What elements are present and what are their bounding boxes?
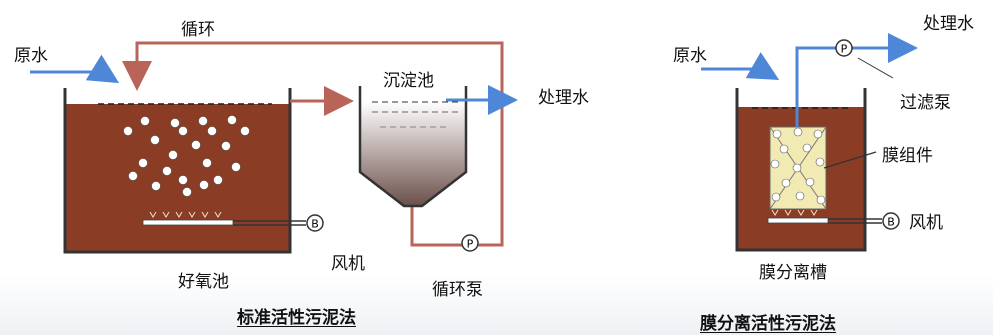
membrane-bubbles (770, 127, 826, 205)
aeration-tank-sludge (65, 104, 290, 252)
membrane-diffuser (771, 209, 818, 216)
blower-letter-right: B (887, 216, 895, 229)
left-diagram-caption: 标准活性污泥法 (237, 308, 356, 328)
permeate-pipe (795, 46, 836, 127)
recycle-pump-letter: P (467, 238, 474, 251)
diffuser-plate (142, 219, 234, 226)
blower-symbol-right (882, 212, 900, 230)
recycle-pump-symbol (461, 234, 479, 252)
blower-letter-left: B (311, 218, 319, 231)
clarifier-wall (358, 86, 468, 208)
settling-tank-label: 沉淀池 (383, 71, 434, 91)
aeration-tank-wall (63, 88, 292, 254)
aeration-bubbles (123, 115, 250, 197)
clarifier-body (360, 102, 466, 206)
blower-label-left: 风机 (331, 254, 365, 274)
blower-symbol-left (306, 214, 324, 232)
membrane-tank-label: 膜分离槽 (759, 263, 827, 283)
effluent-label-right: 处理水 (923, 14, 974, 34)
aeration-diffuser (149, 211, 222, 218)
recycle-label: 循环 (181, 20, 215, 40)
sludge-return-pipe (410, 205, 463, 247)
effluent-label-left: 处理水 (538, 88, 589, 108)
membrane-tank-wall (735, 88, 867, 252)
recycle-pipe (135, 41, 504, 247)
blower-label-right: 风机 (909, 213, 943, 233)
recycle-pump-label: 循环泵 (432, 280, 483, 300)
membrane-module-leader (823, 151, 877, 169)
filter-pump-leader (857, 57, 894, 79)
inflow-label-right: 原水 (673, 46, 707, 66)
membrane-module-label: 膜组件 (882, 146, 933, 166)
aeration-tank-label: 好氧池 (178, 272, 229, 292)
right-diagram-caption: 膜分离活性污泥法 (700, 314, 836, 334)
membrane-diffuser-plate (767, 217, 829, 224)
filter-pump-symbol (835, 39, 853, 57)
filter-pump-letter: P (841, 43, 848, 56)
filter-pump-label: 过滤泵 (900, 93, 951, 113)
inflow-label-left: 原水 (14, 46, 48, 66)
